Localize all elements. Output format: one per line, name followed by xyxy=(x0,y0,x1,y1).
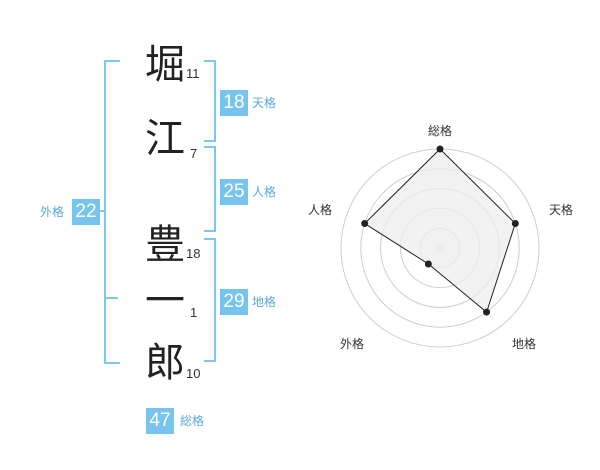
stroke-count-2: 7 xyxy=(190,146,198,161)
tenkaku-bracket xyxy=(204,60,216,142)
stroke-count-1: 11 xyxy=(186,66,200,81)
radar-axis-label-chikaku: 地格 xyxy=(512,337,537,351)
radar-point-3 xyxy=(483,308,491,316)
soukaku-value-badge: 47 xyxy=(146,408,174,434)
name-char-4: 一 xyxy=(145,278,185,324)
tenkaku-value-badge: 18 xyxy=(220,90,248,116)
jinkaku-value-badge: 25 xyxy=(220,179,248,205)
name-char-3: 豊 xyxy=(145,222,185,268)
radar-axis-label-jinkaku: 人格 xyxy=(308,203,333,217)
chikaku-label: 地格 xyxy=(252,295,277,309)
gaikaku-bracket-tick xyxy=(96,210,104,212)
jinkaku-label: 人格 xyxy=(252,185,277,199)
stroke-count-3: 18 xyxy=(186,246,201,261)
radar-axis-label-soukaku: 総格 xyxy=(428,124,453,138)
radar-axis-label-tenkaku: 天格 xyxy=(549,203,574,217)
radar-polygon xyxy=(363,148,516,313)
tenkaku-label: 天格 xyxy=(252,96,277,110)
radar-point-1 xyxy=(436,145,444,153)
stroke-count-5: 10 xyxy=(186,366,201,381)
name-char-1: 堀 xyxy=(145,42,185,88)
name-char-2: 江 xyxy=(145,116,185,162)
jinkaku-bracket xyxy=(204,146,216,232)
name-char-5: 郎 xyxy=(145,340,185,386)
stroke-count-4: 1 xyxy=(190,305,198,320)
radar-axis-label-gaikaku: 外格 xyxy=(340,337,365,351)
chikaku-value-badge: 29 xyxy=(220,289,248,315)
gaikaku-bracket xyxy=(104,60,120,364)
radar-point-2 xyxy=(511,220,519,228)
gaikaku-divider-tick xyxy=(104,297,118,299)
soukaku-label: 総格 xyxy=(180,414,205,428)
gaikaku-value-badge: 22 xyxy=(72,199,100,225)
chikaku-bracket xyxy=(204,238,216,362)
gaikaku-label: 外格 xyxy=(40,205,65,219)
radar-point-4 xyxy=(424,260,432,268)
radar-point-5 xyxy=(361,220,369,228)
